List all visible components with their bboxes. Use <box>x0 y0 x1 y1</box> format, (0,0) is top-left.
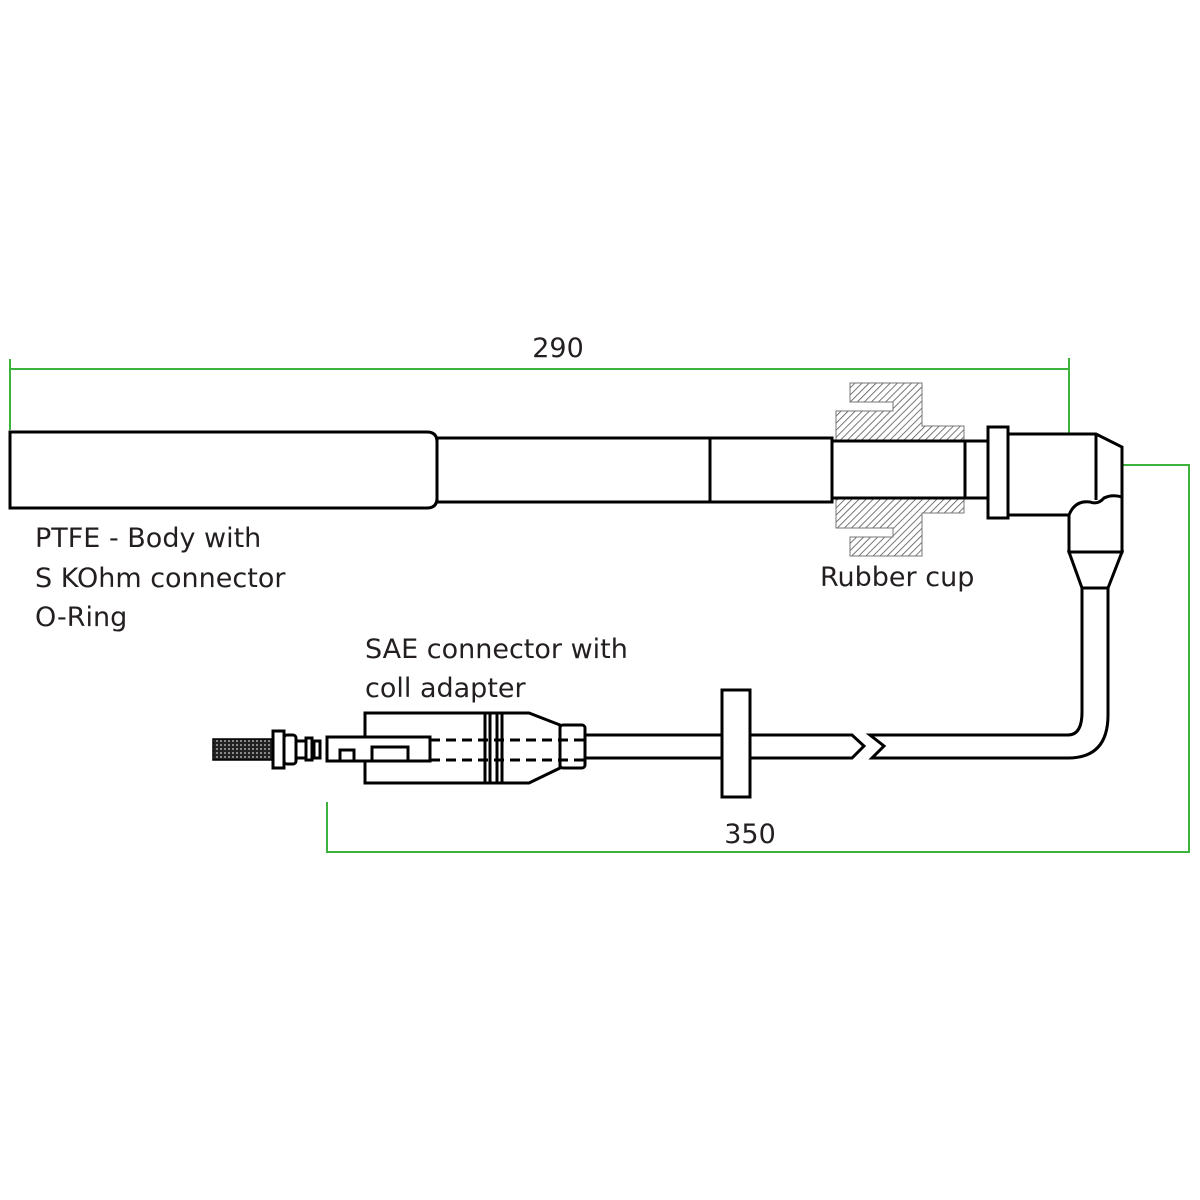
body-label-line2: S KOhm connector <box>35 563 286 594</box>
dimension-350-label: 350 <box>724 819 776 850</box>
dimension-290 <box>9 358 1070 434</box>
cable-flange <box>720 688 752 799</box>
body-label-line1: PTFE - Body with <box>35 523 261 554</box>
sae-label-line2: coll adapter <box>365 673 527 704</box>
rubber-cup-label: Rubber cup <box>820 562 974 593</box>
elbow-connector <box>963 425 1125 590</box>
rubber-cup <box>832 382 965 557</box>
cable <box>585 588 1110 799</box>
ptfe-body <box>8 430 967 510</box>
sae-label-line1: SAE connector with <box>365 634 628 665</box>
dimension-290-label: 290 <box>532 333 584 364</box>
body-label-line3: O-Ring <box>35 602 127 633</box>
dimension-350 <box>326 464 1190 853</box>
sae-connector <box>212 711 587 785</box>
